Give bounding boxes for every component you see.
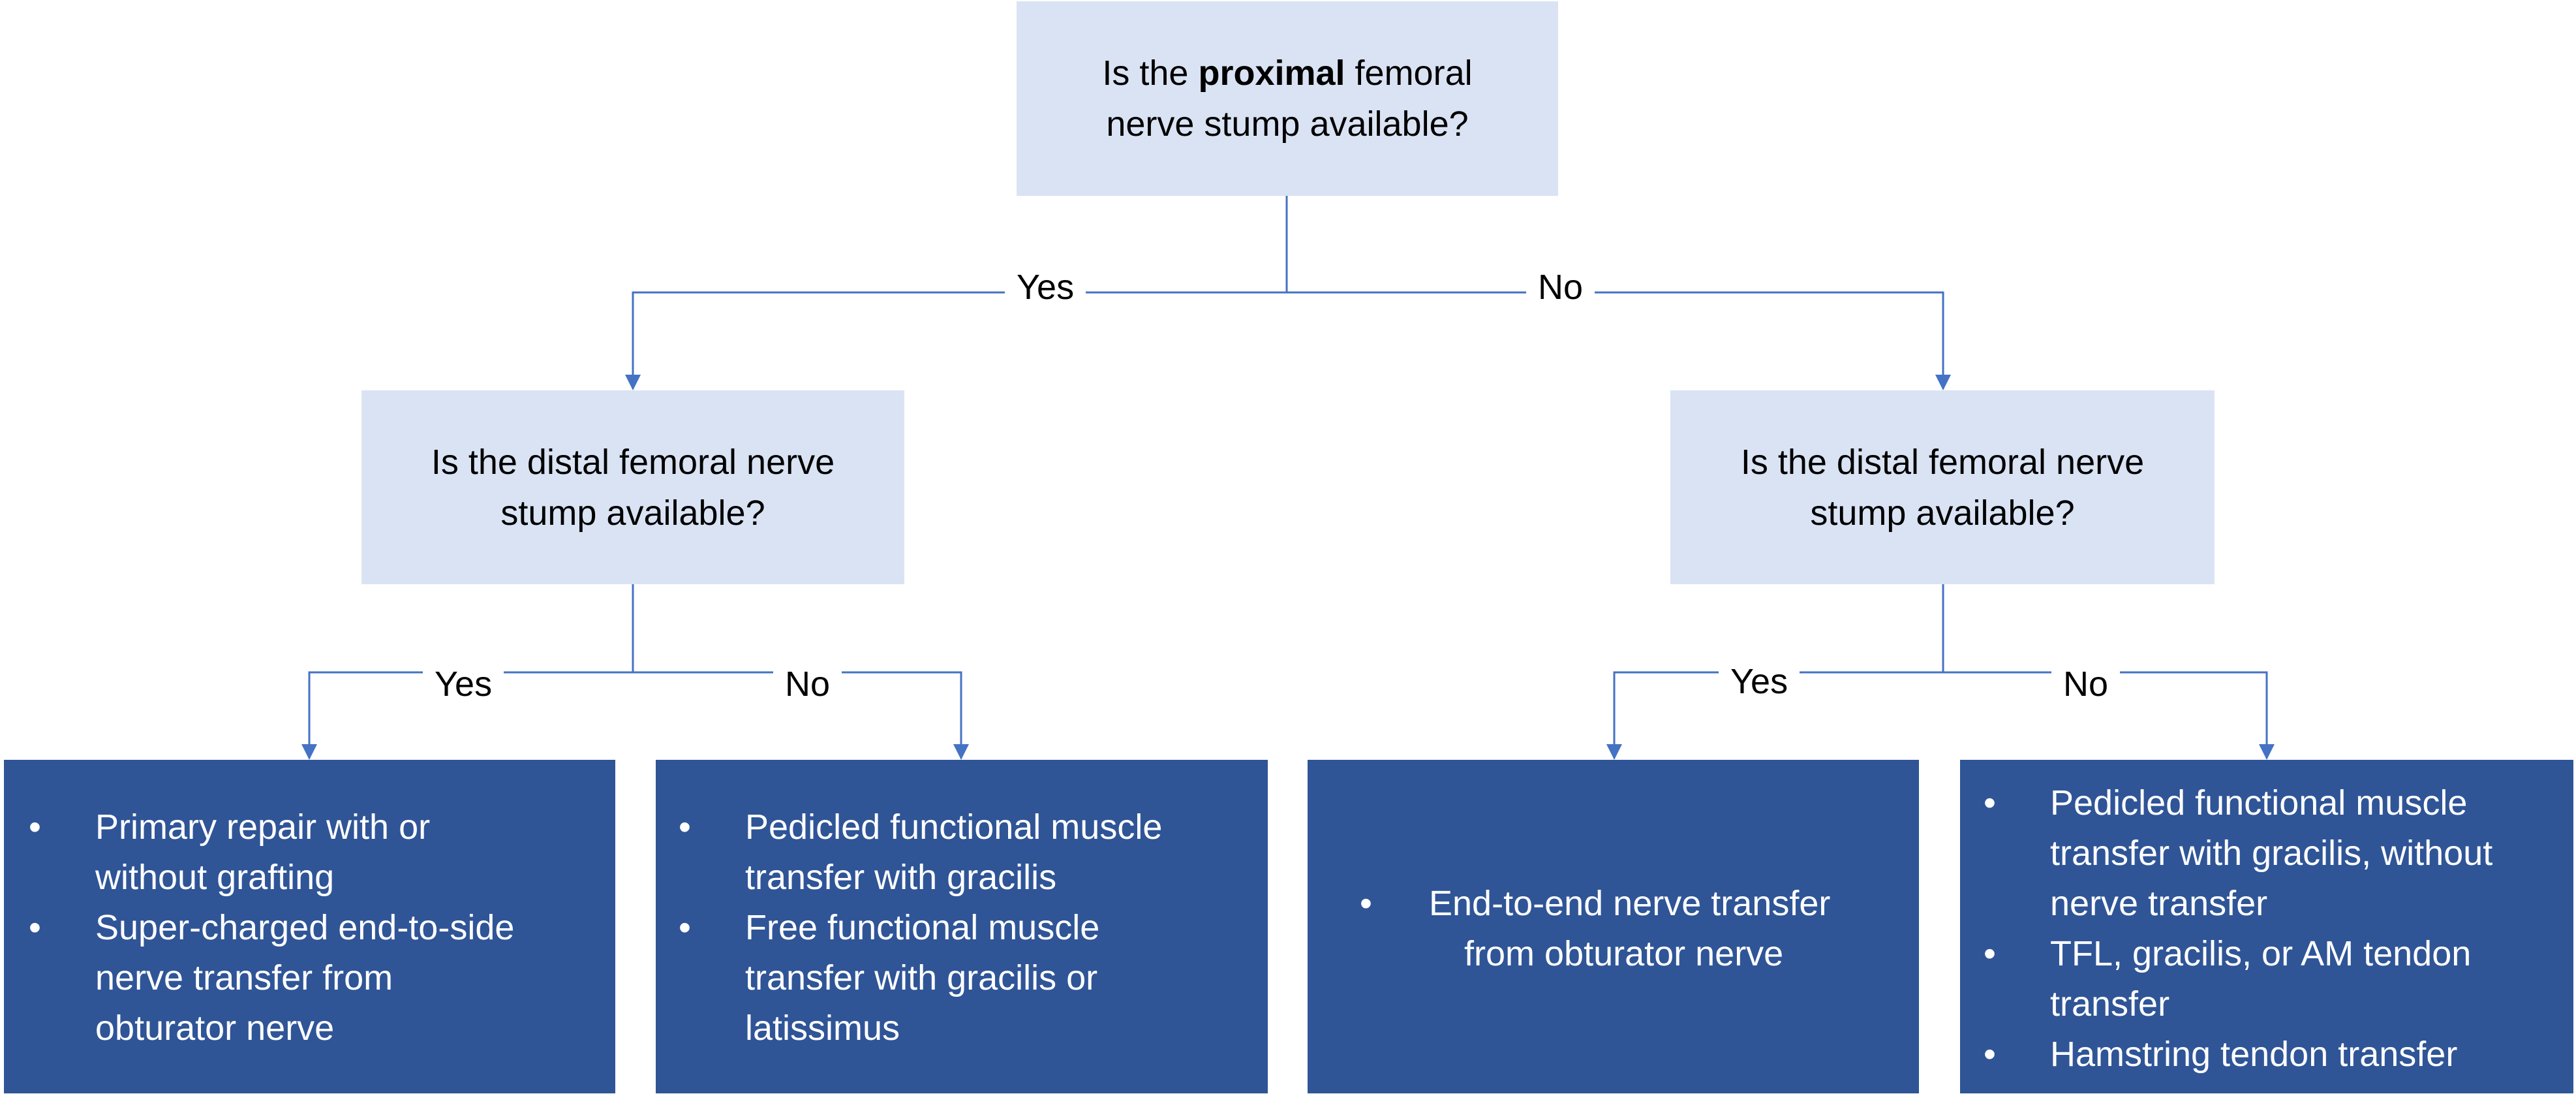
outcome-a-bullet-2-line-3: obturator nerve (95, 1009, 335, 1048)
outcome-a-bullet-2-line-1: Super-charged end-to-side (95, 908, 515, 947)
left-question-line-2: stump available? (500, 493, 765, 533)
left-yes-label: Yes (423, 665, 504, 704)
arrowhead-outcome-d (2259, 744, 2275, 760)
outcome-box-c: • End-to-end nerve transfer from obturat… (1308, 760, 1919, 1093)
outcome-d-bullet-2-line-1: TFL, gracilis, or AM tendon (2050, 934, 2472, 973)
arrowhead-outcome-a (301, 744, 317, 760)
left-question-box: Is the distal femoral nerve stump availa… (361, 390, 904, 584)
outcome-d-bullet-1-line-1: Pedicled functional muscle (2050, 783, 2468, 822)
outcome-box-b: • Pedicled functional muscle transfer wi… (656, 760, 1268, 1093)
left-to-outcome-a (308, 671, 633, 759)
right-question-line-1: Is the distal femoral nerve (1740, 442, 2145, 482)
right-question-line-2: stump available? (1810, 493, 2075, 533)
right-no-label: No (2051, 665, 2121, 704)
bullet-dot: • (1984, 1035, 1996, 1074)
bullet-dot: • (29, 908, 41, 947)
outcome-a-bullet-2-line-2: nerve transfer from (95, 958, 393, 997)
outcome-d-bullet-3-line-1: Hamstring tendon transfer (2050, 1035, 2458, 1074)
bullet-dot: • (679, 807, 691, 847)
outcome-c-bullet-1-line-2: from obturator nerve (1464, 934, 1784, 973)
root-to-left-question (632, 291, 1287, 389)
root-question-line-2: nerve stump available? (1106, 104, 1469, 144)
root-to-right-question (1287, 291, 1944, 389)
bullet-dot: • (1984, 783, 1996, 822)
root-question-box: Is the proximal femoral nerve stump avai… (1017, 1, 1558, 196)
root-yes-label: Yes (1005, 268, 1086, 307)
bullet-dot: • (1984, 934, 1996, 973)
outcome-d-bullet-2-line-2: transfer (2050, 984, 2170, 1024)
left-no-label: No (773, 665, 842, 704)
outcome-a-bullet-1-line-1: Primary repair with or (95, 807, 431, 847)
arrowhead-right-question (1935, 375, 1951, 390)
outcome-b-bullet-2-line-1: Free functional muscle (745, 908, 1100, 947)
outcome-d-bullet-1-line-3: nerve transfer (2050, 884, 2268, 923)
root-question-emphasis: proximal (1198, 54, 1345, 93)
outcome-c-bullet-1-line-1: End-to-end nerve transfer (1429, 884, 1831, 923)
arrowhead-outcome-b (953, 744, 969, 760)
left-to-outcome-b (633, 671, 962, 759)
bullet-dot: • (1360, 884, 1372, 923)
arrowhead-left-question (625, 375, 641, 390)
bullet-dot: • (679, 908, 691, 947)
left-question-line-1: Is the distal femoral nerve (431, 442, 835, 482)
outcome-b-bullet-2-line-3: latissimus (745, 1009, 900, 1048)
right-question-box: Is the distal femoral nerve stump availa… (1670, 390, 2215, 584)
root-no-label: No (1526, 268, 1595, 307)
right-yes-label: Yes (1719, 662, 1800, 701)
bullet-dot: • (29, 807, 41, 847)
root-question-line-1: Is the proximal femoral (1102, 54, 1473, 93)
outcome-box-a: • Primary repair with or without graftin… (4, 760, 615, 1093)
outcome-b-bullet-1-line-2: transfer with gracilis (745, 858, 1057, 897)
right-to-outcome-c (1613, 671, 1943, 759)
outcome-b-bullet-1-line-1: Pedicled functional muscle (745, 807, 1163, 847)
outcome-b-bullet-2-line-2: transfer with gracilis or (745, 958, 1098, 997)
outcome-a-bullet-1-line-2: without grafting (95, 858, 335, 897)
outcome-d-bullet-1-line-2: transfer with gracilis, without (2050, 834, 2493, 873)
outcome-box-d: • Pedicled functional muscle transfer wi… (1960, 760, 2573, 1093)
right-to-outcome-d (1943, 671, 2268, 759)
arrowhead-outcome-c (1606, 744, 1622, 760)
